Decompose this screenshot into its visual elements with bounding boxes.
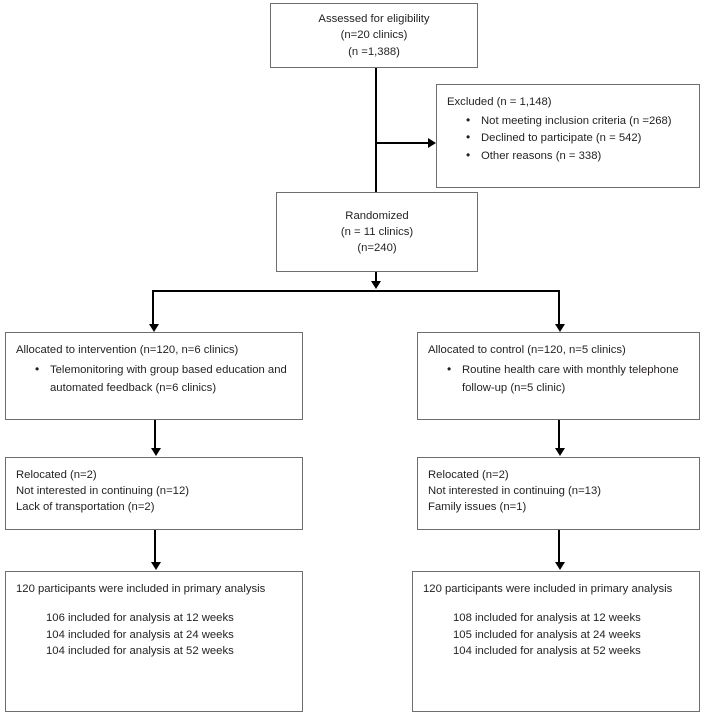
randomized-line-3: (n=240) [357, 242, 397, 255]
arrowhead-control-followup-icon [555, 448, 565, 456]
arrowhead-intervention-followup-icon [151, 448, 161, 456]
list-item: Declined to participate (n = 542) [466, 129, 689, 147]
assessed-line-2: (n=20 clinics) [340, 29, 408, 42]
list-item: Telemonitoring with group based educatio… [35, 360, 292, 398]
assessed-for-eligibility-box: Assessed for eligibility (n=20 clinics) … [270, 3, 478, 68]
analysis-line: 106 included for analysis at 12 weeks [46, 612, 234, 625]
allocation-intervention-title: Allocated to intervention (n=120, n=6 cl… [16, 344, 239, 356]
arrowhead-to-excluded-icon [428, 138, 436, 148]
connector-branch-to-excluded [375, 142, 428, 144]
arrowhead-control-analysis-icon [555, 562, 565, 570]
randomized-line-1: Randomized [345, 209, 409, 222]
analysis-control-detail-list: 108 included for analysis at 12 weeks 10… [423, 610, 689, 660]
analysis-line: 108 included for analysis at 12 weeks [453, 612, 641, 625]
followup-line: Family issues (n=1) [428, 501, 527, 514]
analysis-spacer [16, 597, 292, 610]
arrowhead-to-split-bar-icon [371, 281, 381, 289]
excluded-box: Excluded (n = 1,148) Not meeting inclusi… [436, 84, 700, 188]
followup-control-box: Relocated (n=2) Not interested in contin… [417, 457, 700, 530]
connector-randomized-stub [375, 272, 377, 282]
connector-split-bar [152, 290, 560, 292]
connector-split-right-drop [558, 290, 560, 326]
analysis-control-box: 120 participants were included in primar… [412, 571, 700, 712]
arrowhead-intervention-analysis-icon [151, 562, 161, 570]
analysis-spacer [423, 597, 689, 610]
list-item: Routine health care with monthly telepho… [447, 360, 689, 398]
excluded-title: Excluded (n = 1,148) [447, 96, 552, 108]
followup-line: Relocated (n=2) [428, 469, 509, 481]
followup-line: Lack of transportation (n=2) [16, 501, 155, 514]
followup-line: Not interested in continuing (n=13) [428, 485, 602, 498]
connector-split-left-drop [152, 290, 154, 326]
connector-control-to-analysis [558, 530, 560, 563]
analysis-intervention-heading: 120 participants were included in primar… [16, 583, 266, 595]
analysis-line: 105 included for analysis at 24 weeks [453, 628, 641, 641]
analysis-intervention-detail-list: 106 included for analysis at 12 weeks 10… [16, 610, 292, 660]
list-item: Other reasons (n = 338) [466, 147, 689, 165]
analysis-intervention-box: 120 participants were included in primar… [5, 571, 303, 712]
randomized-box: Randomized (n = 11 clinics) (n=240) [276, 192, 478, 272]
assessed-line-3: (n =1,388) [348, 45, 400, 58]
connector-intervention-to-analysis [154, 530, 156, 563]
connector-assessed-to-randomized [375, 68, 377, 192]
analysis-line: 104 included for analysis at 52 weeks [453, 645, 641, 658]
allocation-control-bullet-list: Routine health care with monthly telepho… [428, 360, 689, 398]
arrowhead-to-control-icon [555, 324, 565, 332]
followup-line: Not interested in continuing (n=12) [16, 485, 190, 498]
assessed-line-1: Assessed for eligibility [318, 13, 430, 26]
excluded-reason-list: Not meeting inclusion criteria (n =268) … [447, 112, 689, 165]
connector-intervention-to-followup [154, 420, 156, 449]
list-item: Not meeting inclusion criteria (n =268) [466, 112, 689, 130]
allocation-control-box: Allocated to control (n=120, n=5 clinics… [417, 332, 700, 420]
allocation-control-title: Allocated to control (n=120, n=5 clinics… [428, 344, 626, 356]
followup-line: Relocated (n=2) [16, 469, 97, 481]
allocation-intervention-bullet-list: Telemonitoring with group based educatio… [16, 360, 292, 398]
arrowhead-to-intervention-icon [149, 324, 159, 332]
connector-control-to-followup [558, 420, 560, 449]
followup-intervention-box: Relocated (n=2) Not interested in contin… [5, 457, 303, 530]
allocation-intervention-box: Allocated to intervention (n=120, n=6 cl… [5, 332, 303, 420]
analysis-line: 104 included for analysis at 52 weeks [46, 645, 234, 658]
randomized-line-2: (n = 11 clinics) [340, 225, 414, 238]
analysis-line: 104 included for analysis at 24 weeks [46, 628, 234, 641]
analysis-control-heading: 120 participants were included in primar… [423, 583, 673, 595]
